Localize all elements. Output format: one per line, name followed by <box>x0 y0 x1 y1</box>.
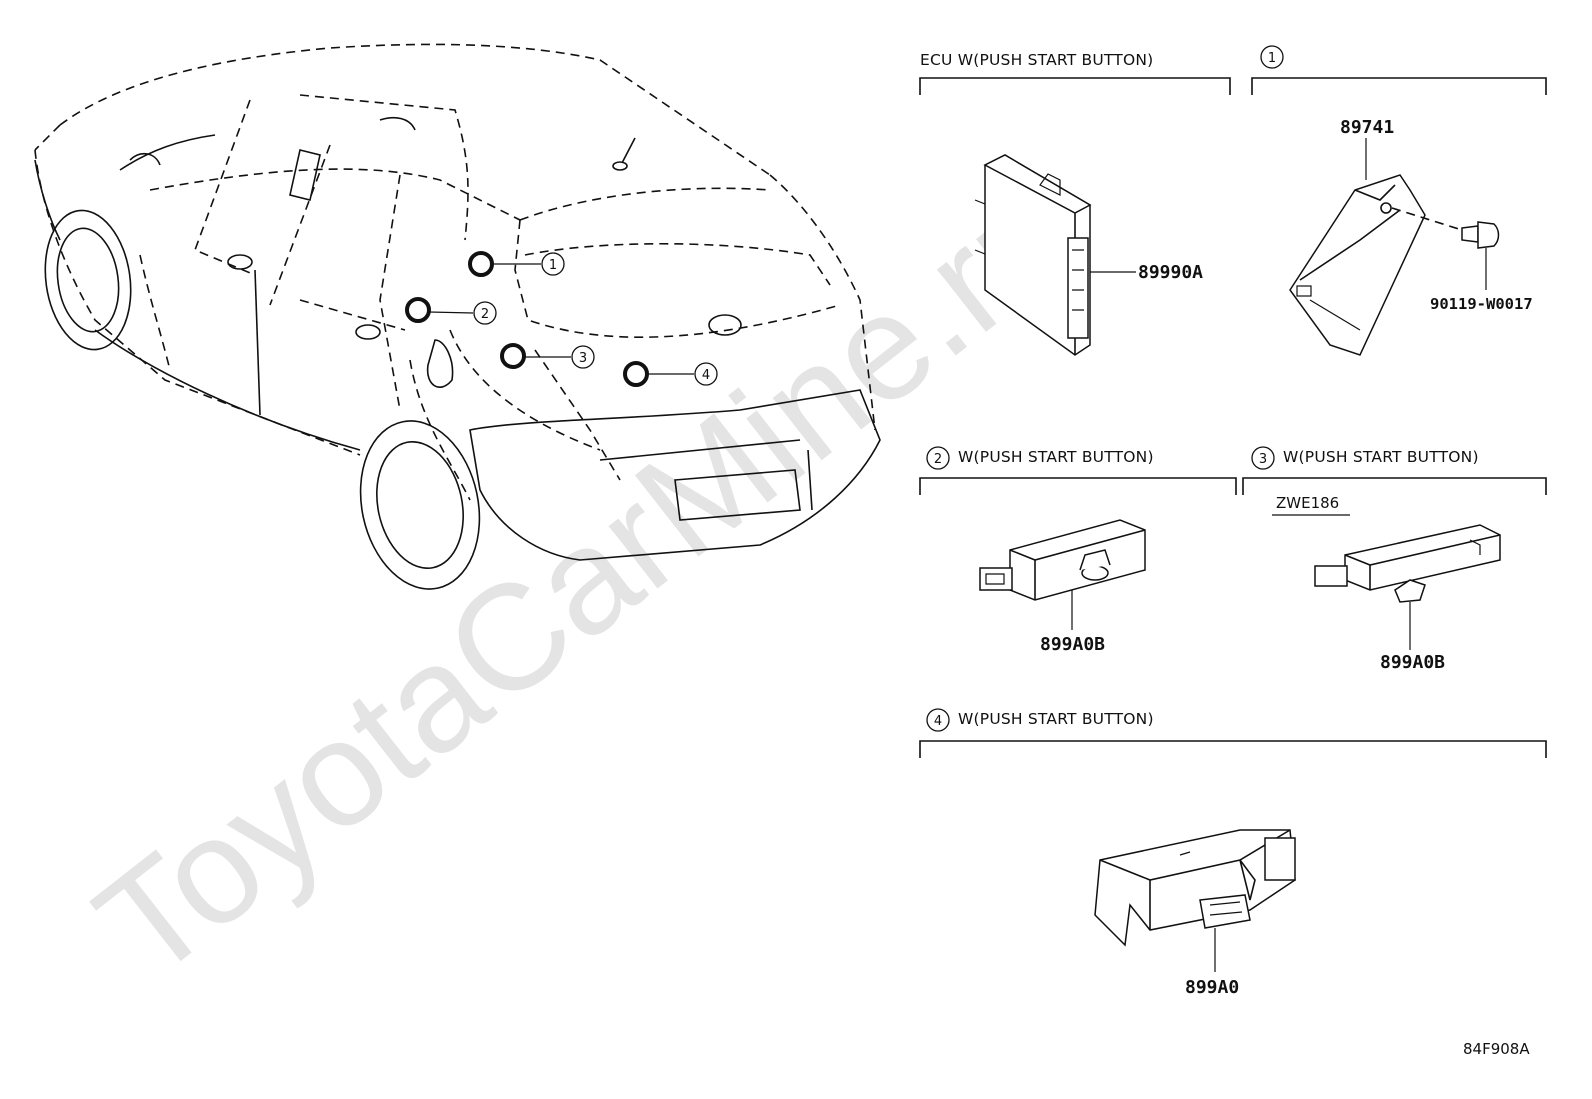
part-number-90119-W0017: 90119-W0017 <box>1430 295 1533 313</box>
model-code-label: ZWE186 <box>1276 494 1339 512</box>
antenna-2-drawing <box>979 519 1146 601</box>
section-1-number: 1 <box>1260 45 1284 69</box>
ecu-unit-drawing <box>974 154 1092 356</box>
antenna-3-drawing <box>1314 524 1501 603</box>
svg-text:2: 2 <box>481 307 489 322</box>
bolt-drawing <box>1461 221 1500 249</box>
svg-text:1: 1 <box>549 258 557 273</box>
section-4-number: 4 <box>926 708 950 732</box>
antenna-4-drawing <box>1094 829 1296 947</box>
svg-text:2: 2 <box>934 452 942 467</box>
part-number-899A0B-a: 899A0B <box>1040 634 1105 655</box>
section-bracket <box>1251 77 1547 95</box>
svg-text:1: 1 <box>1268 51 1276 66</box>
section-3-number: 3 <box>1251 446 1275 470</box>
car-illustration <box>34 43 881 590</box>
svg-text:4: 4 <box>702 368 710 383</box>
diagram-code: 84F908A <box>1463 1040 1530 1058</box>
svg-text:4: 4 <box>934 714 942 729</box>
section-ecu: ECU W(PUSH START BUTTON) 89990A <box>919 51 1231 356</box>
section-4-title: W(PUSH START BUTTON) <box>958 710 1154 728</box>
section-bracket <box>919 77 1231 95</box>
section-bracket <box>1242 477 1547 495</box>
section-bracket <box>919 477 1237 495</box>
callout-2: 2 <box>473 301 497 325</box>
bracket-module-drawing <box>1289 174 1426 356</box>
part-number-899A0: 899A0 <box>1185 977 1239 998</box>
callout-3: 3 <box>571 345 595 369</box>
section-2-title: W(PUSH START BUTTON) <box>958 448 1154 466</box>
location-marker-1 <box>468 251 494 277</box>
section-ecu-title: ECU W(PUSH START BUTTON) <box>920 51 1153 69</box>
section-4: 4 W(PUSH START BUTTON) 899A0 <box>919 708 1547 998</box>
location-marker-3 <box>500 343 526 369</box>
watermark: ToyotaCarMine.ru <box>66 149 1102 1010</box>
car-location-markers: 1 2 3 4 <box>405 251 718 387</box>
section-1: 1 89741 90119-W0017 <box>1251 45 1547 356</box>
section-2: 2 W(PUSH START BUTTON) 899A0B <box>919 446 1237 655</box>
callout-1: 1 <box>541 252 565 276</box>
svg-text:3: 3 <box>1259 452 1267 467</box>
location-marker-2 <box>405 297 431 323</box>
section-3-title: W(PUSH START BUTTON) <box>1283 448 1479 466</box>
part-number-899A0B-b: 899A0B <box>1380 652 1445 673</box>
svg-text:3: 3 <box>579 351 587 366</box>
callout-4: 4 <box>694 362 718 386</box>
location-marker-4 <box>623 361 649 387</box>
part-number-89990A: 89990A <box>1138 262 1203 283</box>
section-bracket <box>919 740 1547 758</box>
section-2-number: 2 <box>926 446 950 470</box>
part-number-89741: 89741 <box>1340 117 1394 138</box>
section-3: 3 W(PUSH START BUTTON) ZWE186 899A0B <box>1242 446 1547 673</box>
